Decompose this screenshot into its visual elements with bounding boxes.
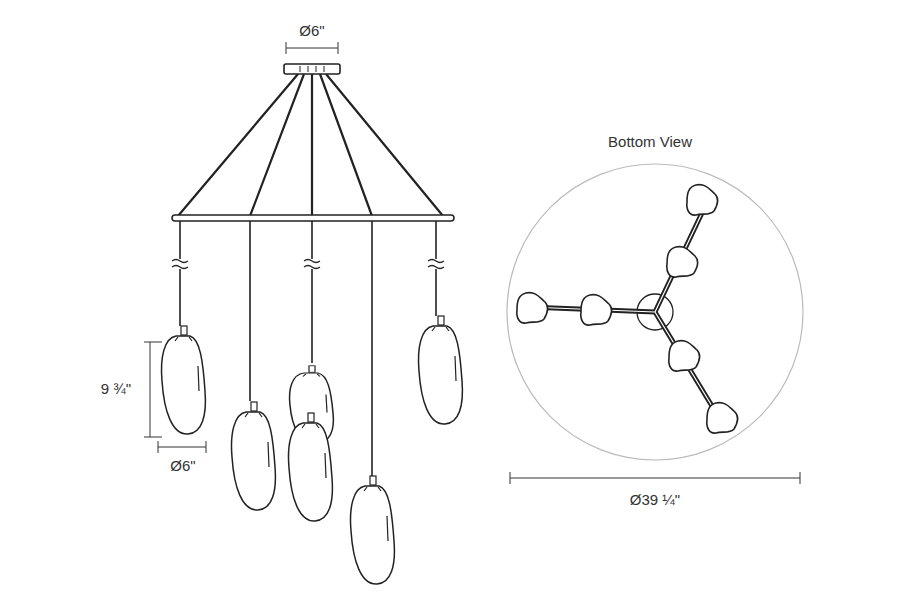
dimension-label: Ø6" (297, 22, 326, 40)
dimension-label: 9 ¾" (99, 380, 133, 398)
dimension-label: Ø39 ¼" (628, 491, 682, 509)
dimension-label: Ø6" (168, 457, 197, 475)
view-title: Bottom View (606, 133, 694, 151)
